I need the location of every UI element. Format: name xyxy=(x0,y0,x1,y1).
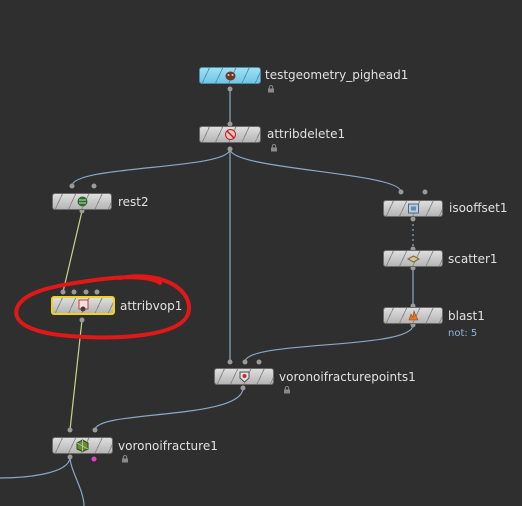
node-rest[interactable] xyxy=(52,193,112,210)
node-label-attribvop: attribvop1 xyxy=(120,299,183,313)
node-sublabel-blast: not: 5 xyxy=(448,328,478,339)
node-label-scatter: scatter1 xyxy=(448,252,498,266)
lock-icon[interactable] xyxy=(283,386,291,394)
red-annotation-circle xyxy=(14,274,191,340)
node-label-isooffset: isooffset1 xyxy=(449,201,508,215)
wire-blast-voronoipoints[interactable] xyxy=(244,324,414,363)
isooffset-icon xyxy=(407,202,420,215)
node-label-testgeometry: testgeometry_pighead1 xyxy=(265,68,409,82)
node-voronoifracture[interactable] xyxy=(52,437,113,454)
node-label-voronoipoints: voronoifracturepoints1 xyxy=(279,370,416,384)
node-attribvop[interactable] xyxy=(51,296,115,315)
attribute-delete-icon xyxy=(224,128,237,141)
lock-icon[interactable] xyxy=(270,144,278,152)
node-label-blast: blast1 xyxy=(448,309,485,323)
node-testgeometry[interactable] xyxy=(199,67,261,84)
voronoi-points-icon xyxy=(238,370,251,383)
scatter-icon xyxy=(406,252,420,265)
node-scatter[interactable] xyxy=(383,250,443,267)
wire-voronoipoints-fracture[interactable] xyxy=(94,387,244,431)
node-label-rest: rest2 xyxy=(118,195,149,209)
blast-icon xyxy=(407,309,420,322)
wire-attribdelete-isooffset[interactable] xyxy=(229,148,402,193)
vop-icon xyxy=(77,299,90,312)
voronoi-fracture-icon xyxy=(76,439,89,452)
wire-rest-attribvop[interactable] xyxy=(62,210,83,293)
node-isooffset[interactable] xyxy=(383,200,443,217)
node-attribdelete[interactable] xyxy=(199,126,261,143)
wires xyxy=(0,89,414,506)
lock-icon[interactable] xyxy=(267,85,275,93)
node-voronoipoints[interactable] xyxy=(214,368,274,385)
wire-fracture-out-down[interactable] xyxy=(69,456,85,506)
node-blast[interactable] xyxy=(383,307,443,324)
pighead-icon xyxy=(224,69,237,82)
rest-icon xyxy=(76,195,89,208)
wire-fracture-out-left[interactable] xyxy=(0,456,71,479)
node-label-voronoifracture: voronoifracture1 xyxy=(118,439,218,453)
lock-icon[interactable] xyxy=(121,455,129,463)
node-label-attribdelete: attribdelete1 xyxy=(267,127,346,141)
wire-attribdelete-rest[interactable] xyxy=(71,148,231,187)
